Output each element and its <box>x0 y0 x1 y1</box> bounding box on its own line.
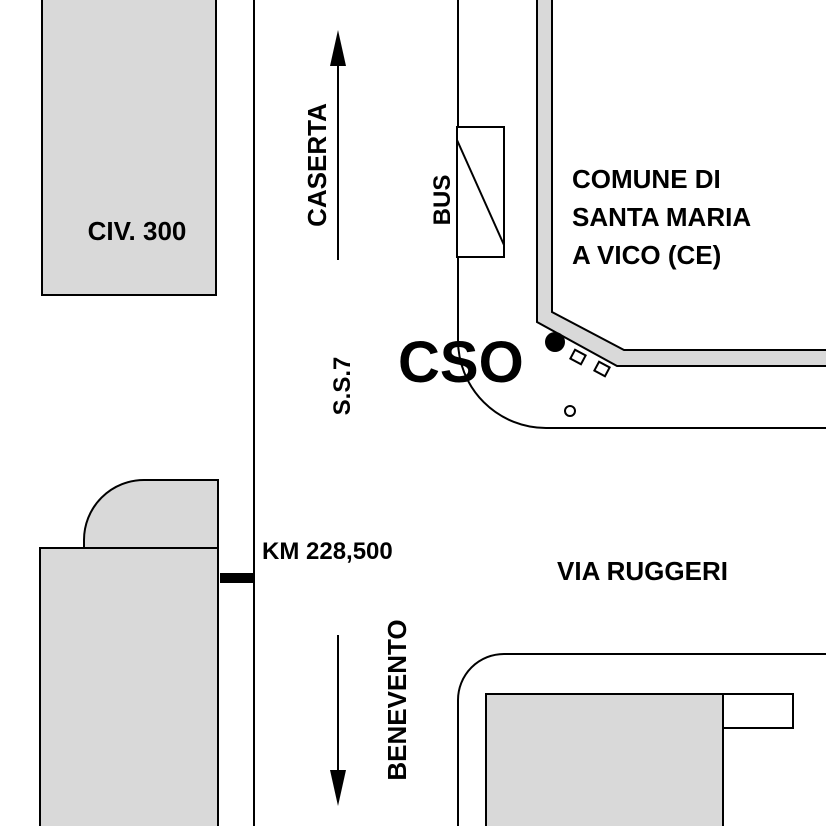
label-benevento: BENEVENTO <box>382 619 412 780</box>
km-marker-bar <box>220 573 254 583</box>
label-civic-number: CIV. 300 <box>88 216 187 246</box>
cso-point <box>545 332 565 352</box>
bus-stop-diagonal <box>456 139 505 246</box>
label-road-ss7: S.S.7 <box>329 357 356 416</box>
label-cso: CSO <box>398 330 524 395</box>
label-comune-3: A VICO (CE) <box>572 240 721 270</box>
label-bus: BUS <box>429 175 456 226</box>
building-civ-300 <box>41 0 217 296</box>
label-comune-2: SANTA MARIA <box>572 202 751 232</box>
label-km-marker: KM 228,500 <box>262 538 393 565</box>
manhole-circle <box>564 405 576 417</box>
label-comune-1: COMUNE DI <box>572 164 721 194</box>
building-lower-left <box>39 547 219 829</box>
comune-wall <box>536 0 826 367</box>
arrow-benevento-head <box>330 770 346 806</box>
building-lower-right <box>485 693 724 829</box>
block-corner-outer <box>457 339 826 429</box>
building-annex-rounded <box>83 479 219 550</box>
building-lower-right-annex <box>722 693 794 729</box>
cso-cabinet-2 <box>593 360 611 378</box>
label-via-ruggeri: VIA RUGGERI <box>557 556 728 586</box>
cso-cabinet-1 <box>569 348 587 366</box>
label-caserta: CASERTA <box>302 103 332 227</box>
block-lower-right <box>457 653 826 828</box>
arrow-caserta-head <box>330 30 346 66</box>
